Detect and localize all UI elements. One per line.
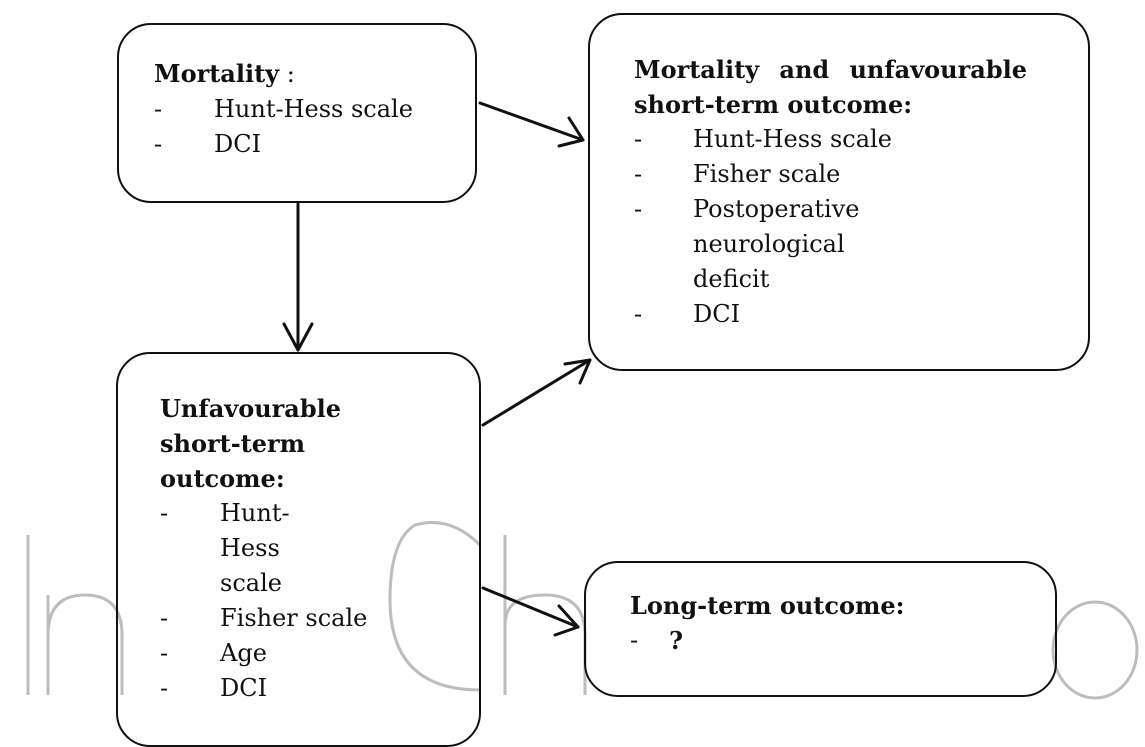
arrow-mortality-to-unfavourable	[282, 202, 314, 352]
arrow-mortality-to-mortality-unfavourable	[478, 101, 585, 148]
list-item: -Age	[160, 639, 267, 667]
unfavourable-title: Unfavourable short-term outcome:	[160, 394, 342, 493]
list-item: -Hunt-Hess scale	[634, 125, 892, 153]
long-term-title: Long-term outcome:	[630, 591, 905, 620]
mortality-box: Mortality : -Hunt-Hess scale -DCI	[117, 23, 477, 203]
list-item: -Fisher scale	[160, 604, 368, 632]
list-item: -Fisher scale	[634, 160, 841, 188]
list-item: -DCI	[160, 674, 268, 702]
list-item: -Postoperative neurological deficit	[634, 195, 860, 293]
list-item: -DCI	[154, 130, 262, 158]
mortality-unfavourable-box: Mortality and unfavourable short-term ou…	[588, 13, 1090, 371]
arrow-unfavourable-to-long-term	[481, 586, 580, 637]
unfavourable-box: Unfavourable short-term outcome: -Hunt-H…	[116, 352, 481, 747]
list-item: -?	[630, 626, 684, 655]
list-item: -DCI	[634, 300, 741, 328]
long-term-box: Long-term outcome: -?	[584, 561, 1057, 697]
mortality-title: Mortality :	[154, 59, 295, 88]
arrow-unfavourable-to-mortality-unfavourable	[481, 358, 592, 427]
list-item: -Hunt-Hess scale	[160, 499, 290, 597]
mortality-unfavourable-title: Mortality and unfavourable short-term ou…	[634, 55, 1027, 119]
list-item: -Hunt-Hess scale	[154, 95, 413, 123]
